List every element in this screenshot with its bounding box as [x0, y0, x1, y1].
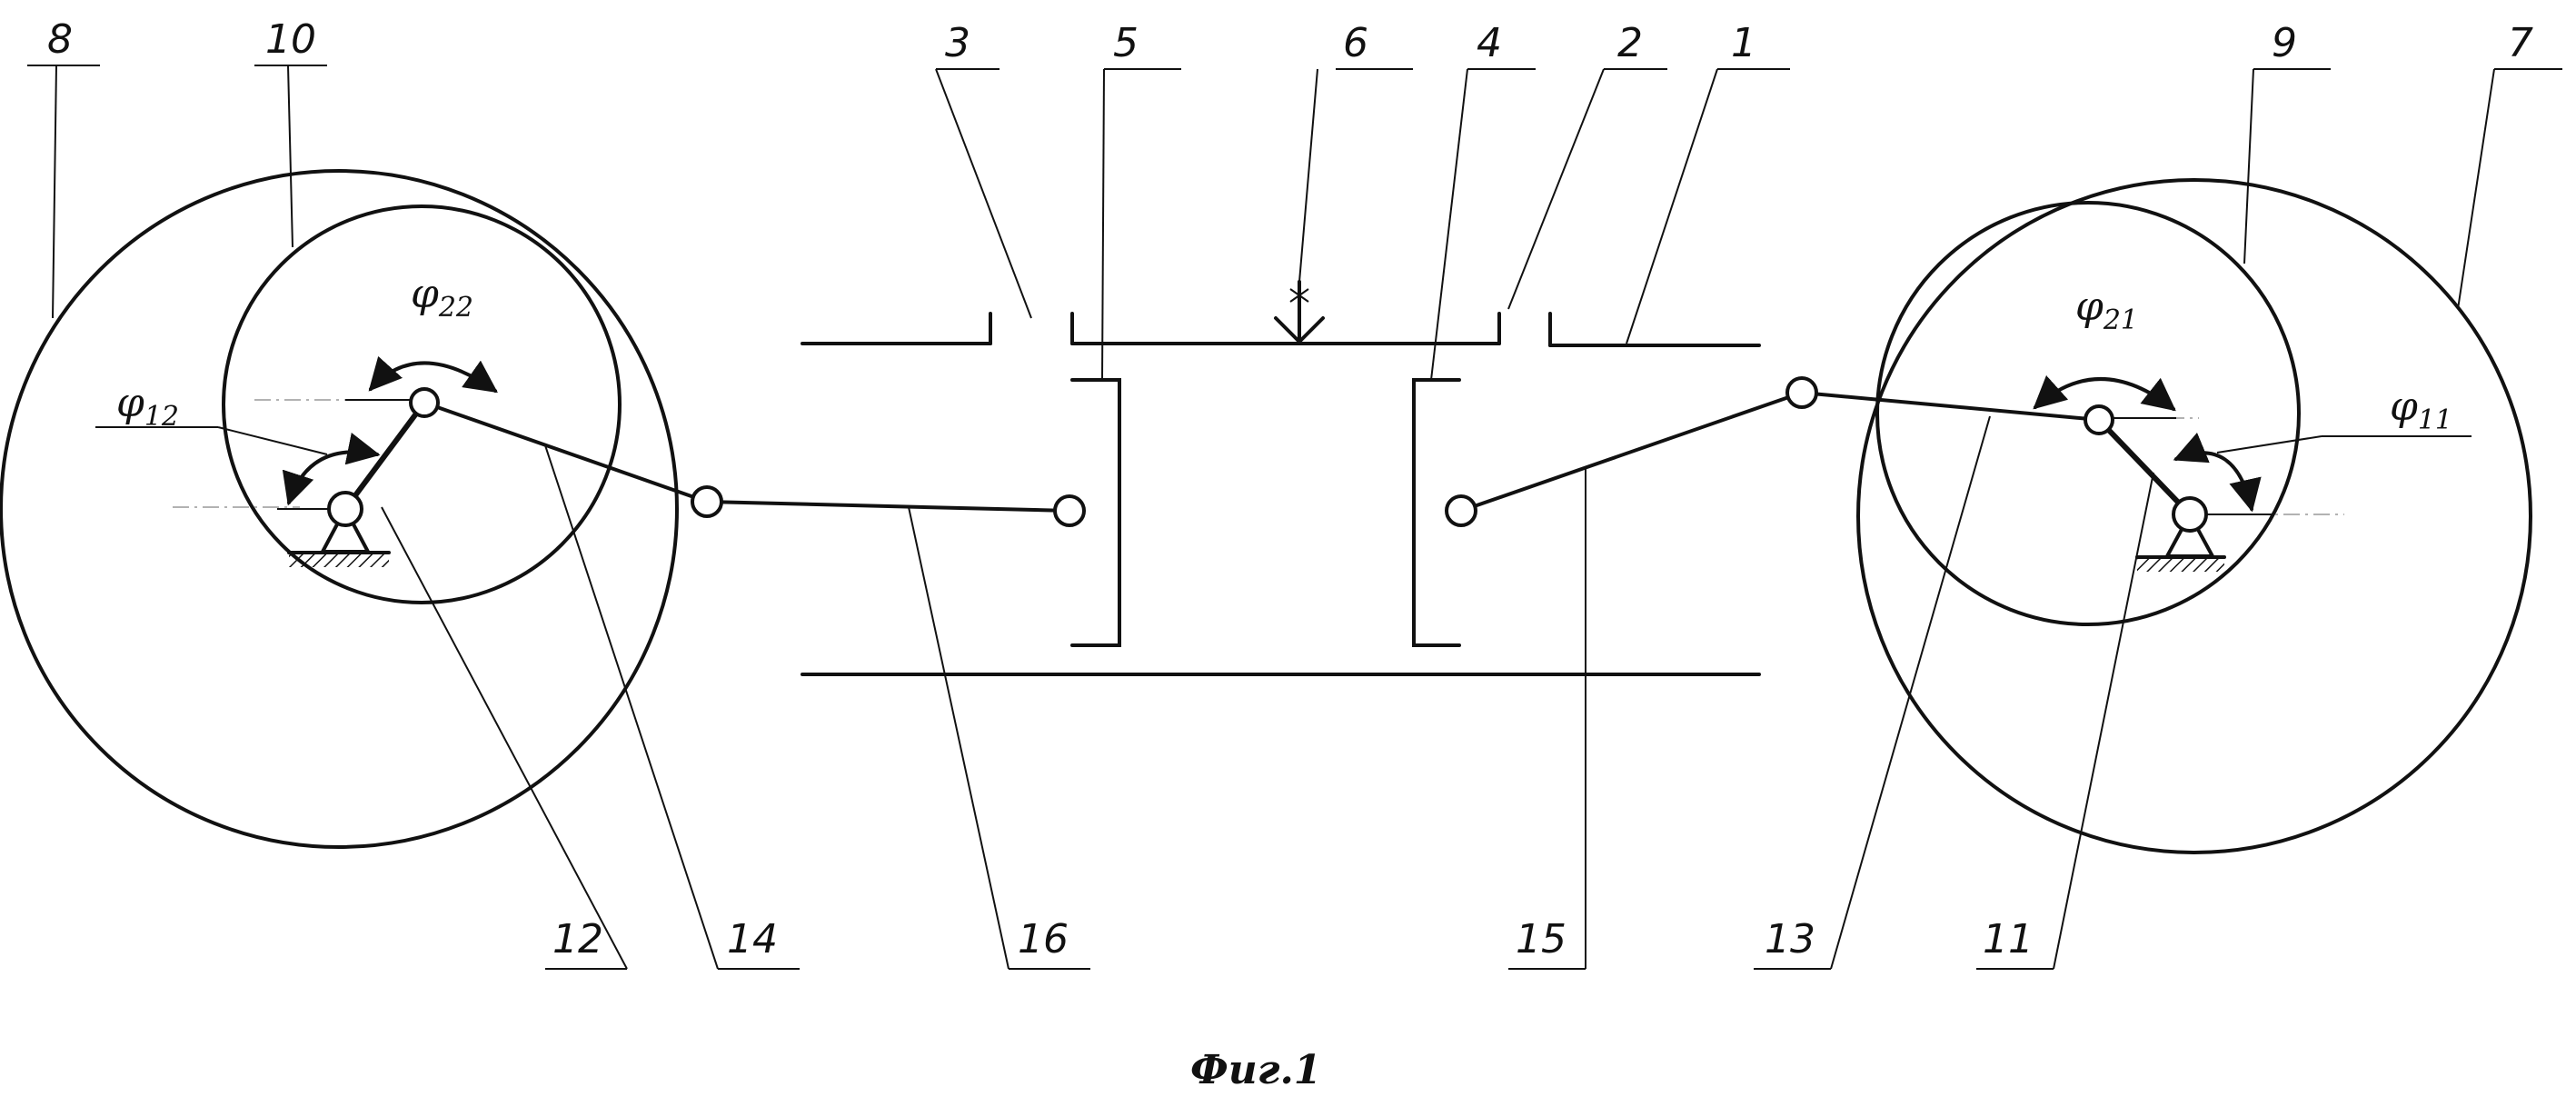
rod-13 — [1800, 391, 2101, 422]
callout-10: 10 — [265, 16, 316, 63]
angle-phi21: φ21 — [2075, 284, 2138, 336]
arc-phi22 — [368, 355, 498, 394]
callout-13: 13 — [1765, 916, 1815, 962]
injector-6 — [1274, 280, 1325, 344]
piston-4 — [1412, 378, 1461, 647]
disc-10 — [222, 204, 622, 604]
joint-right-crank — [2084, 404, 2114, 435]
joint-left-middle — [691, 485, 723, 518]
joint-left-crank — [409, 387, 440, 418]
callout-7: 7 — [2508, 20, 2533, 66]
callout-15: 15 — [1516, 916, 1566, 962]
joint-left-piston — [1053, 494, 1086, 527]
disc-8 — [0, 169, 679, 849]
joint-right-piston — [1445, 494, 1477, 527]
disc-9 — [1875, 201, 2301, 626]
arc-phi21 — [2033, 374, 2176, 412]
callout-1: 1 — [1731, 20, 1756, 66]
angle-phi22: φ22 — [411, 271, 473, 324]
pivot-right — [2172, 496, 2208, 533]
rod-15 — [1459, 391, 1804, 513]
rod-14 — [423, 401, 709, 504]
pivot-left — [327, 491, 363, 527]
callout-8: 8 — [47, 16, 73, 63]
callout-2: 2 — [1617, 20, 1643, 66]
ground-hatch-left — [289, 554, 389, 567]
callout-4: 4 — [1477, 20, 1502, 66]
ground-hatch-right — [2137, 559, 2224, 572]
crank-12 — [343, 400, 427, 512]
callout-3: 3 — [945, 20, 970, 66]
arc-phi12 — [282, 433, 381, 506]
callout-12: 12 — [552, 916, 603, 962]
callout-11: 11 — [1983, 916, 2034, 962]
callout-labels: 1 2 3 4 5 6 7 8 9 10 11 12 13 14 15 16 — [47, 16, 2533, 962]
callout-9: 9 — [2272, 20, 2297, 66]
joint-right-middle — [1785, 376, 1818, 409]
leader-lines — [27, 65, 2562, 970]
disc-7 — [1856, 178, 2532, 854]
arc-phi11 — [2173, 432, 2262, 513]
crank-11 — [2096, 417, 2193, 517]
rod-16 — [705, 500, 1071, 513]
left-assembly — [0, 169, 1086, 849]
angle-phi12: φ12 — [116, 380, 179, 433]
piston-5 — [1070, 378, 1121, 647]
callout-6: 6 — [1343, 20, 1368, 66]
callout-14: 14 — [727, 916, 778, 962]
angle-labels: φ12 φ22 φ21 φ11 — [116, 271, 2452, 436]
right-assembly — [1445, 178, 2532, 854]
figure-caption: Фиг.1 — [1190, 1047, 1321, 1093]
cylinder-assembly — [801, 280, 1761, 676]
angle-phi11: φ11 — [2390, 384, 2452, 436]
callout-16: 16 — [1018, 916, 1069, 962]
callout-5: 5 — [1113, 20, 1139, 66]
